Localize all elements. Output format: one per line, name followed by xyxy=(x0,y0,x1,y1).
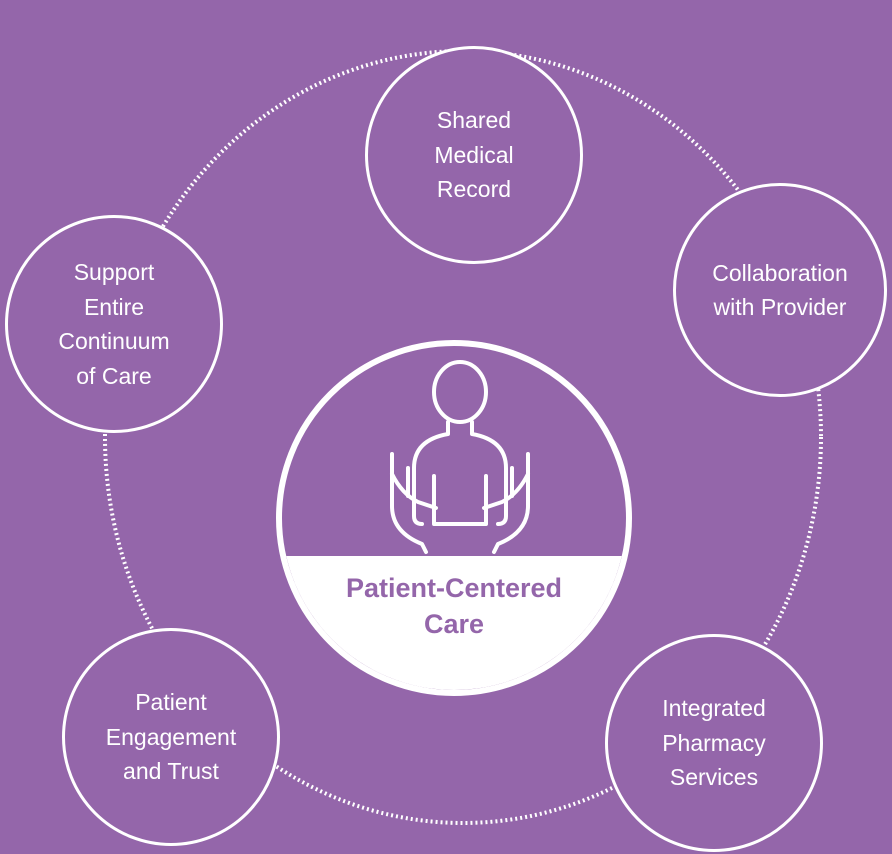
node-integrated-pharmacy-services: Integrated Pharmacy Services xyxy=(605,634,823,852)
person-held-by-hands-icon xyxy=(390,360,530,554)
node-label-shared-medical-record: Shared Medical Record xyxy=(434,107,514,203)
node-label-patient-engagement-and-trust: Patient Engagement and Trust xyxy=(105,689,237,785)
center-title-panel xyxy=(282,556,626,690)
node-support-entire-continuum-of-care: Support Entire Continuum of Care xyxy=(5,215,223,433)
center-title: Patient-Centered Care xyxy=(345,573,563,640)
node-label-collaboration-with-provider: Collaboration with Provider xyxy=(712,259,848,321)
node-shared-medical-record: Shared Medical Record xyxy=(365,46,583,264)
center-circle-patient-centered-care: Patient-Centered Care xyxy=(276,340,632,696)
node-collaboration-with-provider: Collaboration with Provider xyxy=(673,183,887,397)
node-label-integrated-pharmacy-services: Integrated Pharmacy Services xyxy=(662,695,766,791)
node-label-support-entire-continuum-of-care: Support Entire Continuum of Care xyxy=(58,259,170,389)
dotted-ring-path xyxy=(103,49,823,825)
node-patient-engagement-and-trust: Patient Engagement and Trust xyxy=(62,628,280,846)
